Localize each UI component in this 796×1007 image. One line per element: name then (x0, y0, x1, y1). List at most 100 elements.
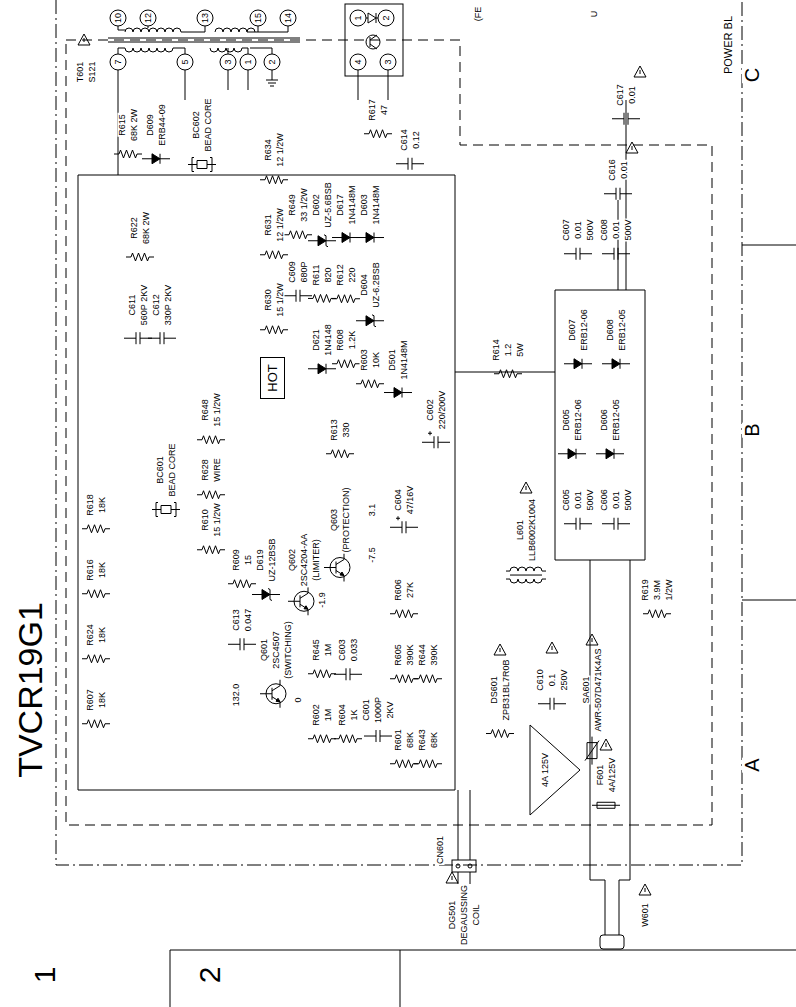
part-label: 13 (201, 12, 210, 24)
part-label: 1M (324, 708, 333, 723)
transformer-winding (118, 48, 272, 54)
part-label: R603 (360, 348, 369, 372)
capacitor-symbol (564, 518, 592, 530)
warning-triangle (494, 644, 506, 655)
capacitor-symbol (604, 188, 632, 200)
part-label: 1N4148M (372, 184, 381, 225)
part-label: R610 (201, 508, 210, 532)
part-label: 3 (224, 58, 233, 65)
diode-symbol (318, 364, 326, 374)
part-label: 3 (384, 58, 393, 65)
part-label: 132.0 (232, 683, 241, 708)
part-label: ERB12-06 (574, 398, 583, 442)
capacitor-symbol (602, 518, 630, 530)
part-label: C605 (562, 488, 571, 512)
connector-pin (468, 864, 472, 868)
capacitor-symbol (422, 436, 450, 448)
resistor-symbol (260, 326, 288, 334)
wire (455, 100, 645, 935)
resistor-symbol (197, 491, 225, 499)
connector-symbol (452, 860, 476, 872)
resistor-symbol (197, 436, 225, 444)
part-label: D609 (146, 113, 155, 137)
part-label: 330P 2KV (164, 284, 173, 326)
pin-circle (380, 54, 396, 70)
part-label: 2SC4507 (272, 630, 281, 670)
capacitor-symbol (564, 248, 592, 260)
part-label: Q602 (288, 548, 297, 572)
transformer-winding (118, 26, 288, 32)
part-label: 1M (324, 643, 333, 658)
part-label: BC602 (192, 110, 201, 140)
photocoupler-transistor (366, 35, 380, 49)
part-label: 47/16V (406, 485, 415, 516)
part-label: 68K 2W (142, 211, 151, 245)
diode-symbol (318, 236, 326, 246)
diode-symbol (568, 449, 576, 459)
part-label: C606 (600, 488, 609, 512)
resistor-symbol (308, 735, 336, 743)
part-label: C609 (288, 260, 297, 284)
diode-symbol (606, 449, 614, 459)
part-label: R614 (492, 338, 501, 362)
part-label: C610 (536, 668, 545, 692)
part-label: 4A 125V (541, 752, 550, 788)
part-label: 220/200V (438, 390, 447, 431)
part-label: 12 1/2W (276, 132, 285, 168)
part-label: D607 (568, 318, 577, 342)
resistor-symbol (326, 450, 354, 458)
capacitor-symbol (334, 668, 362, 680)
transformer-core (108, 38, 300, 42)
diode-symbol (342, 233, 350, 243)
warning-triangle (639, 884, 651, 895)
part-label: R630 (264, 288, 273, 312)
part-label: 1/2W (665, 578, 674, 601)
fuse-symbol (592, 802, 620, 808)
part-label: D619 (256, 548, 265, 572)
part-label: C616 (608, 158, 617, 182)
part-label: UZ-12BSB (268, 537, 277, 582)
part-label: 1.2K (348, 330, 357, 351)
diode-bar-symbol (402, 388, 403, 398)
part-label: 7 (114, 58, 123, 65)
part-label: 2KV (386, 700, 395, 719)
resistor-symbol (126, 253, 154, 261)
part-label: 0.01 (574, 490, 583, 510)
part-label: 1.2 (504, 343, 513, 358)
part-label: POWER BL (723, 15, 734, 75)
pin-circle (264, 54, 280, 70)
part-label: R607 (86, 688, 95, 712)
diode-symbol (612, 359, 620, 369)
part-label: R634 (264, 138, 273, 162)
part-label: F601 (596, 764, 605, 787)
resistor-symbol (332, 295, 360, 303)
resistor-symbol (390, 760, 418, 768)
pin-circle (280, 10, 296, 26)
fuse-warning-triangle (530, 725, 580, 815)
part-label: D605 (562, 408, 571, 432)
hot-area-box: HOT (260, 357, 285, 398)
part-label: 68K 2W (130, 108, 139, 142)
resistor-symbol (486, 730, 514, 738)
part-label: C617 (616, 83, 625, 107)
part-label: 500V (586, 218, 595, 241)
part-label: 250V (560, 668, 569, 691)
part-label: 2SC4204-AA (300, 533, 309, 588)
part-label: AWR-507D471K4AS (594, 647, 603, 732)
pin-circle (140, 10, 156, 26)
part-label: 2 (268, 58, 277, 65)
zener-bar-symbol (268, 589, 272, 601)
capacitor-symbol (390, 521, 418, 533)
part-label: 15 (244, 554, 253, 566)
transistor-symbol (260, 680, 280, 708)
photocoupler-led (366, 13, 378, 23)
part-label: 0.12 (412, 130, 421, 150)
part-label: D606 (600, 408, 609, 432)
polarity-symbol (396, 516, 400, 520)
area-label: HOT (266, 364, 279, 391)
polarity-symbol (428, 431, 432, 435)
part-label: 4 (354, 58, 363, 65)
part-label: R613 (330, 418, 339, 442)
part-label: 18K (98, 561, 107, 579)
part-label: ERB12-05 (612, 398, 621, 442)
